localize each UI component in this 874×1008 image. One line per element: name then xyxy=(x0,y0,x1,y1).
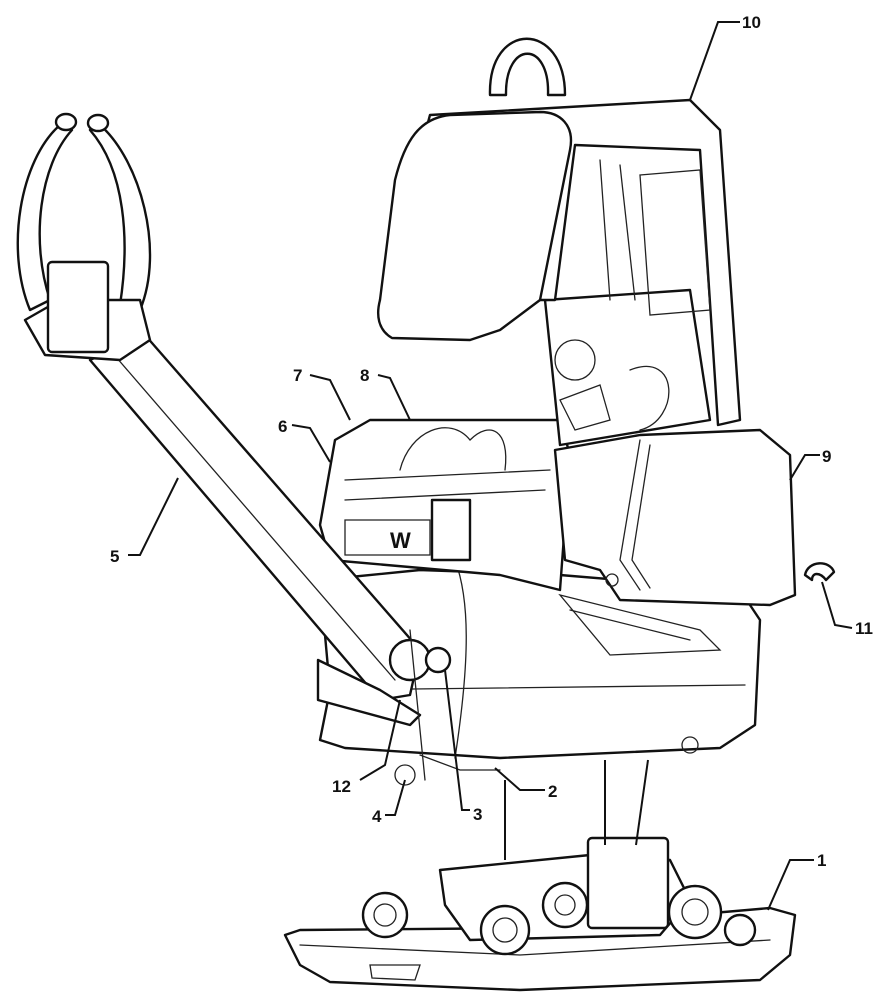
clip-part xyxy=(803,562,836,582)
shock-mount-rods xyxy=(504,759,649,860)
w-logo: W xyxy=(390,528,411,553)
frame-and-engine: W xyxy=(318,288,712,592)
callout-4: 4 xyxy=(372,807,382,826)
callout-6: 6 xyxy=(278,417,287,436)
callout-3: 3 xyxy=(473,805,482,824)
callout-2: 2 xyxy=(548,782,557,801)
callout-labels: 1 2 3 4 5 6 7 8 9 10 11 12 xyxy=(110,13,873,870)
callout-9: 9 xyxy=(822,447,831,466)
belt-cover xyxy=(553,428,797,607)
leader-lines xyxy=(128,21,853,911)
lower-housing xyxy=(318,559,762,786)
callout-5: 5 xyxy=(110,547,119,566)
callout-7: 7 xyxy=(293,366,302,385)
callout-1: 1 xyxy=(817,851,826,870)
lifting-frame xyxy=(377,37,742,427)
base-plate xyxy=(283,836,797,992)
callout-8: 8 xyxy=(360,366,369,385)
callout-12: 12 xyxy=(332,777,351,796)
callout-10: 10 xyxy=(742,13,761,32)
guide-handle xyxy=(16,112,452,781)
callout-11: 11 xyxy=(855,619,873,638)
